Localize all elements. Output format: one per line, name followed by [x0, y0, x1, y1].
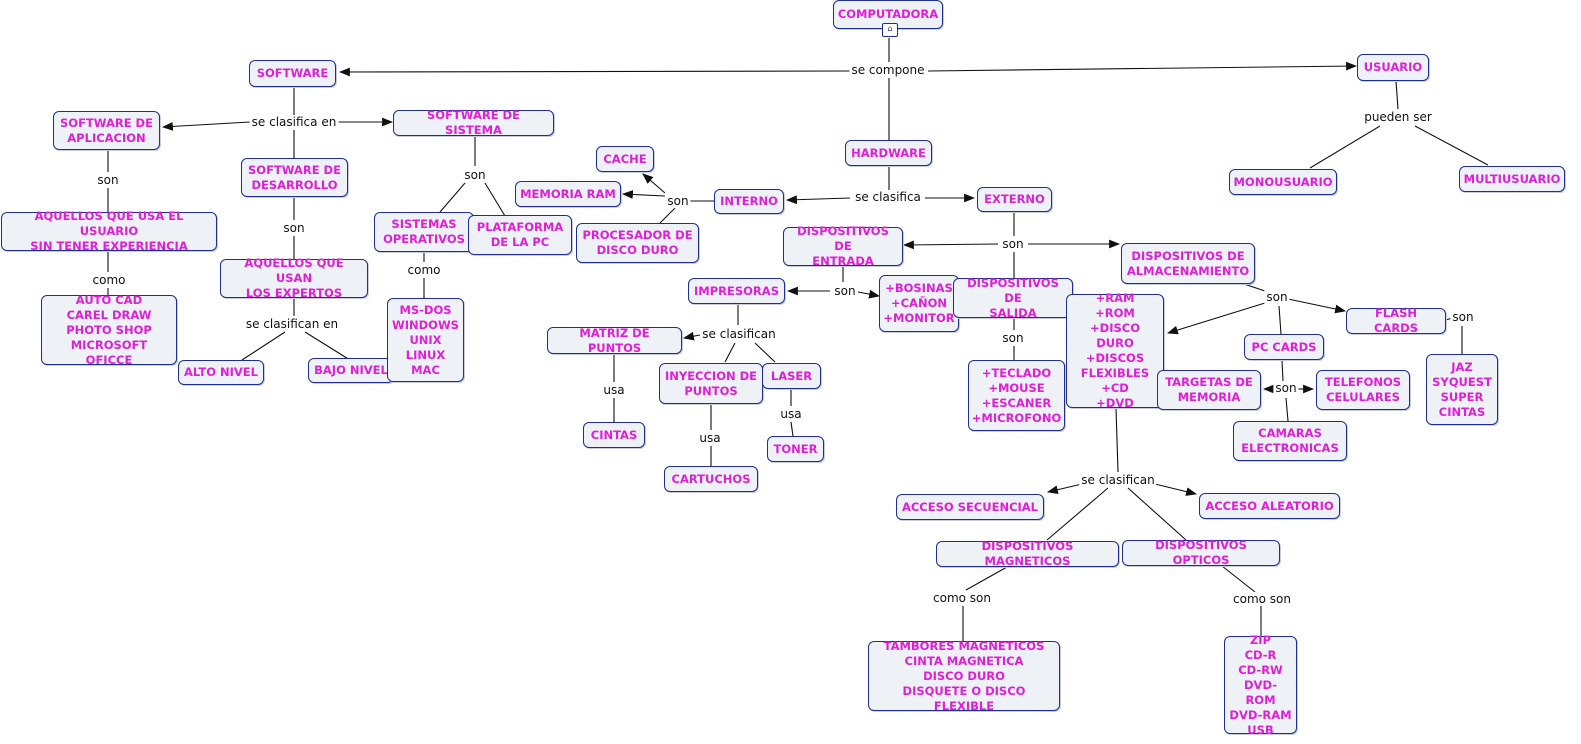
node-jaz-list[interactable]: JAZ SYQUEST SUPER CINTAS	[1426, 354, 1498, 425]
link-label: son	[462, 168, 488, 182]
node-cartuchos[interactable]: CARTUCHOS	[664, 466, 758, 492]
link-label: son	[281, 221, 307, 235]
link-label: se clasifica en	[249, 115, 339, 129]
node-bajo-nivel[interactable]: BAJO NIVEL	[308, 358, 394, 383]
node-inyeccion[interactable]: INYECCION DE PUNTOS	[659, 363, 763, 404]
link-label: como son	[1231, 592, 1293, 606]
node-cache[interactable]: CACHE	[596, 146, 654, 172]
link-label: usa	[601, 383, 627, 397]
node-toner[interactable]: TONER	[767, 436, 824, 462]
link-label: se compone	[849, 63, 927, 77]
node-telefonos[interactable]: TELEFONOS CELULARES	[1316, 370, 1410, 410]
node-software-aplicacion[interactable]: SOFTWARE DE APLICACION	[53, 111, 160, 150]
node-disp-entrada[interactable]: DISPOSITIVOS DE ENTRADA	[783, 224, 903, 268]
node-apps-list[interactable]: AUTO CAD CAREL DRAW PHOTO SHOP MICROSOFT…	[41, 293, 177, 367]
node-procesador[interactable]: PROCESADOR DE DISCO DURO	[576, 223, 699, 263]
node-software-sistema[interactable]: SOFTWARE DE SISTEMA	[393, 108, 554, 137]
link-label: se clasifican	[700, 327, 778, 341]
node-pc-cards[interactable]: PC CARDS	[1244, 334, 1324, 360]
hierarchy-icon[interactable]: ⌂	[882, 23, 898, 37]
node-software[interactable]: SOFTWARE	[249, 60, 336, 87]
link-label: se clasifican	[1079, 473, 1157, 487]
node-memoria-ram[interactable]: MEMORIA RAM	[515, 181, 621, 207]
link-label: son	[1000, 237, 1026, 251]
node-acceso-aleatorio[interactable]: ACCESO ALEATORIO	[1199, 493, 1340, 519]
node-impresoras[interactable]: IMPRESORAS	[688, 278, 785, 304]
node-interno[interactable]: INTERNO	[714, 189, 784, 214]
node-camaras[interactable]: CAMARAS ELECTRONICAS	[1233, 421, 1347, 461]
node-magneticos-list[interactable]: TAMBORES MAGNETICOS CINTA MAGNETICA DISC…	[868, 639, 1060, 713]
link-label: son	[1450, 310, 1476, 324]
link-label: son	[1273, 381, 1299, 395]
node-aquellos-usuario[interactable]: AQUELLOS QUE USA EL USUARIO SIN TENER EX…	[1, 209, 217, 253]
node-os-list[interactable]: MS-DOS WINDOWS UNIX LINUX MAC	[387, 298, 464, 382]
node-plataforma-pc[interactable]: PLATAFORMA DE LA PC	[468, 215, 572, 255]
link-label: son	[832, 284, 858, 298]
link-label: son	[95, 173, 121, 187]
node-cintas[interactable]: CINTAS	[583, 422, 645, 448]
node-monousuario[interactable]: MONOUSUARIO	[1229, 169, 1337, 195]
node-acceso-secuencial[interactable]: ACCESO SECUENCIAL	[896, 494, 1044, 520]
link-label: son	[1264, 290, 1290, 304]
node-flash-cards[interactable]: FLASH CARDS	[1346, 306, 1446, 335]
link-label: como	[90, 273, 128, 287]
link-label: como son	[931, 591, 993, 605]
link-label: usa	[697, 431, 723, 445]
node-externo[interactable]: EXTERNO	[977, 187, 1052, 212]
node-tarjetas-memoria[interactable]: TARGETAS DE MEMORIA	[1157, 370, 1261, 410]
link-label: pueden ser	[1362, 110, 1434, 124]
link-label: como	[405, 263, 443, 277]
node-ram-list[interactable]: +RAM +ROM +DISCO DURO +DISCOS FLEXIBLES …	[1066, 291, 1164, 410]
node-software-desarrollo[interactable]: SOFTWARE DE DESARROLLO	[241, 158, 348, 197]
link-label: se clasifica	[853, 190, 923, 204]
node-teclado-list[interactable]: +TECLADO +MOUSE +ESCANER +MICROFONO	[968, 360, 1065, 431]
node-disp-salida[interactable]: DISPOSITIVOS DE SALIDA	[953, 276, 1073, 320]
link-label: se clasifican en	[243, 317, 341, 331]
node-disp-magneticos[interactable]: DISPOSITIVOS MAGNETICOS	[936, 539, 1119, 568]
node-hardware[interactable]: HARDWARE	[845, 140, 932, 166]
node-multiusuario[interactable]: MULTIUSUARIO	[1459, 166, 1565, 192]
link-label: usa	[778, 407, 804, 421]
node-aquellos-expertos[interactable]: AQUELLOS QUE USAN LOS EXPERTOS	[220, 256, 368, 300]
node-bosinas[interactable]: +BOSINAS +CAÑON +MONITOR	[879, 275, 959, 332]
node-matriz-puntos[interactable]: MATRIZ DE PUNTOS	[547, 326, 682, 355]
node-alto-nivel[interactable]: ALTO NIVEL	[178, 360, 264, 385]
node-usuario[interactable]: USUARIO	[1357, 54, 1429, 81]
node-laser[interactable]: LASER	[762, 363, 821, 389]
link-label: son	[1000, 331, 1026, 345]
node-sistemas-operativos[interactable]: SISTEMAS OPERATIVOS	[374, 212, 474, 252]
link-label: son	[665, 194, 691, 208]
node-disp-opticos[interactable]: DISPOSITIVOS OPTICOS	[1122, 538, 1280, 567]
node-disp-almacenamiento[interactable]: DISPOSITIVOS DE ALMACENAMIENTO	[1121, 243, 1255, 284]
node-opticos-list[interactable]: ZIP CD-R CD-RW DVD-ROM DVD-RAM USB	[1224, 633, 1297, 737]
